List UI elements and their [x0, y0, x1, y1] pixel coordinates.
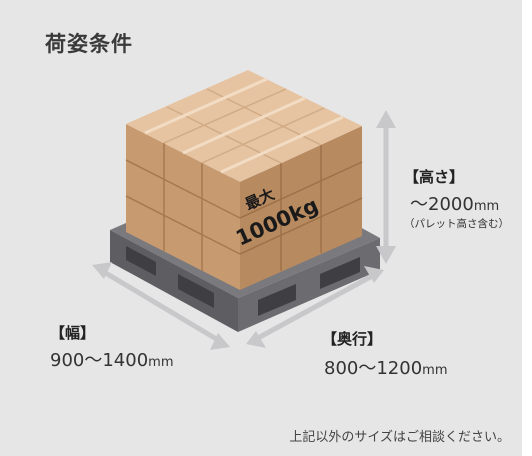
footer-note: 上記以外のサイズはご相談ください。: [289, 430, 510, 445]
depth-unit: mm: [422, 363, 448, 378]
depth-arrow: [246, 266, 384, 348]
pallet-slot-right-2: [320, 257, 360, 289]
width-label: 【幅】: [50, 324, 96, 342]
depth-number: 800～1200: [324, 358, 423, 379]
stack-right-face: [240, 126, 362, 290]
height-note: （パレット高さ含む）: [404, 218, 509, 230]
height-label: 【高さ】: [404, 168, 465, 186]
depth-value: 800～1200mm: [324, 354, 448, 380]
pallet-slot-right-1: [258, 284, 296, 316]
height-arrow: [376, 110, 396, 264]
height-unit: mm: [473, 199, 500, 214]
width-arrow: [92, 262, 230, 350]
width-number: 900～1400: [50, 350, 149, 371]
height-value: ～2000mm: [410, 190, 499, 216]
box-stack: [125, 70, 363, 290]
section-title: 荷姿条件: [45, 32, 133, 56]
height-number: ～2000: [410, 194, 474, 215]
stack-left-face: [126, 124, 240, 290]
pallet-slot-left-1: [126, 246, 156, 276]
pallet-slot-left-2: [178, 274, 214, 308]
width-unit: mm: [148, 355, 174, 370]
width-value: 900～1400mm: [50, 346, 174, 372]
depth-label: 【奥行】: [322, 330, 383, 348]
